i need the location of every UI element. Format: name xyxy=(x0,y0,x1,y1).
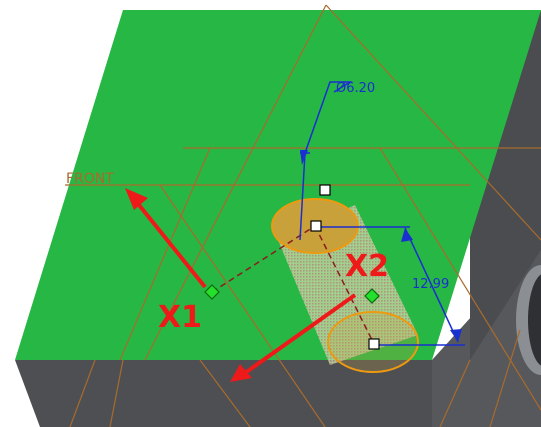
datum-diagonal-10 xyxy=(489,329,521,427)
datum-front-label[interactable]: FRONT xyxy=(66,171,114,187)
datum-diagonal-2 xyxy=(325,4,541,241)
depth-drag-handle[interactable] xyxy=(368,338,380,350)
x2-arrowhead[interactable] xyxy=(230,364,252,382)
hole-center-handle[interactable] xyxy=(310,220,322,232)
diameter-drag-handle[interactable] xyxy=(319,184,331,196)
x1-arrowhead[interactable] xyxy=(125,188,148,210)
x1-reference-handle[interactable] xyxy=(204,284,220,300)
offset-arrowhead-top xyxy=(401,228,413,242)
datum-diagonal-6 xyxy=(109,359,124,427)
datum-diagonal-9 xyxy=(69,359,96,427)
x1-axis-label[interactable]: X1 xyxy=(158,300,202,335)
reference-dashed-line xyxy=(211,225,316,293)
axis-arrows[interactable] xyxy=(125,188,357,382)
datum-diagonal-8 xyxy=(439,359,471,427)
offset-dimension[interactable] xyxy=(318,226,465,346)
hole-axis-line xyxy=(314,225,374,343)
datum-diagonal-3 xyxy=(119,147,211,361)
x1-arrow-shaft xyxy=(133,198,207,289)
model-right-face[interactable] xyxy=(470,10,541,360)
drag-handles[interactable] xyxy=(204,184,380,350)
datum-diagonal-1 xyxy=(144,4,327,361)
hole-preview[interactable] xyxy=(211,198,419,373)
diameter-dimension[interactable] xyxy=(299,81,353,241)
diameter-leader xyxy=(299,81,353,241)
x2-reference-handle[interactable] xyxy=(364,288,380,304)
datum-diagonal-5 xyxy=(379,147,541,411)
offset-arrowhead-bottom xyxy=(450,329,462,342)
x2-axis-label[interactable]: X2 xyxy=(345,249,389,284)
offset-dimension-line xyxy=(404,227,459,343)
offset-dimension-text[interactable]: 12.99 xyxy=(412,277,449,292)
x2-arrow-shaft xyxy=(243,293,357,375)
datum-diagonal-7 xyxy=(199,359,251,427)
side-hole-inner xyxy=(528,274,541,366)
diameter-dimension-text[interactable]: Ø6.20 xyxy=(336,81,375,96)
datum-planes[interactable] xyxy=(65,4,541,427)
datum-diagonal-4 xyxy=(159,184,326,427)
